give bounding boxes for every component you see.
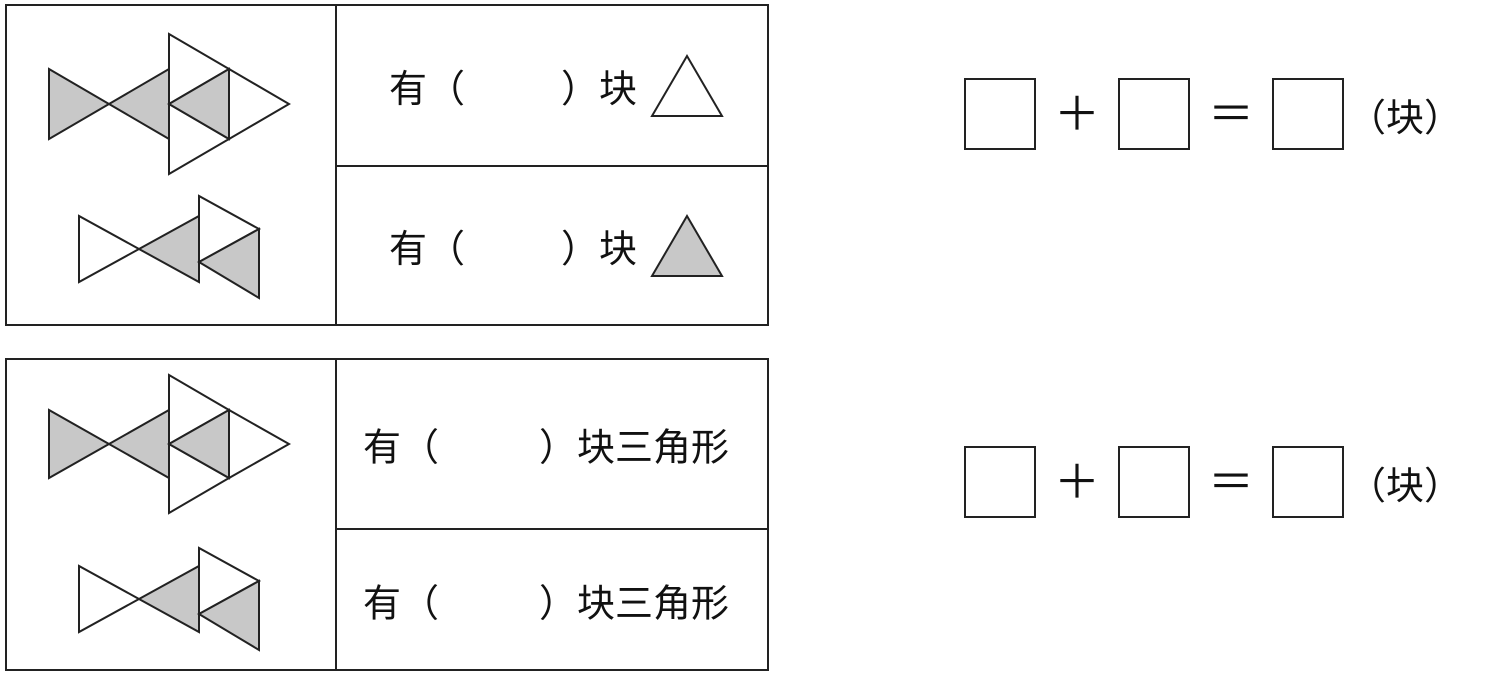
gray-triangle-icon	[650, 213, 724, 277]
shaded-triangle	[48, 67, 111, 141]
plus-sign: ＋	[1054, 87, 1100, 141]
row-suffix: ）块三角形	[539, 425, 730, 470]
answer-box-addend-2[interactable]	[1118, 446, 1190, 518]
shaded-triangle	[136, 214, 200, 284]
shaded-triangle	[107, 67, 170, 141]
equals-sign: ＝	[1208, 87, 1254, 141]
unit-label: （块）	[1348, 95, 1463, 140]
equals-sign: ＝	[1208, 455, 1254, 509]
addition-equation-1: ＋ ＝ （块）	[964, 78, 1462, 150]
shaded-triangle	[196, 579, 260, 652]
unit-label: （块）	[1348, 463, 1463, 508]
answer-row-gray-triangles: 有（ ）块	[337, 167, 767, 324]
shaded-triangle	[136, 564, 200, 634]
answer-box-sum[interactable]	[1272, 78, 1344, 150]
shaded-triangle	[196, 227, 260, 300]
white-triangle	[228, 67, 291, 141]
triangle-figure-diagram	[48, 373, 292, 652]
triangle-figure-cell	[7, 6, 337, 324]
shaded-triangle	[48, 408, 112, 480]
triangle-figure-diagram	[48, 32, 291, 300]
white-triangle	[228, 408, 292, 480]
shaded-triangle	[167, 67, 230, 141]
row-suffix: ）块三角形	[539, 581, 730, 625]
row-prefix: 有（	[389, 227, 466, 271]
row-prefix: 有（	[363, 425, 440, 470]
answer-row-triangles-1: 有（ ）块三角形	[337, 360, 767, 530]
answer-box-addend-1[interactable]	[964, 446, 1036, 518]
plus-sign: ＋	[1054, 455, 1100, 509]
answer-box-addend-2[interactable]	[1118, 78, 1190, 150]
answer-row-triangles-2: 有（ ）块三角形	[337, 530, 767, 669]
row-prefix: 有（	[363, 581, 440, 625]
row-prefix: 有（	[389, 67, 466, 111]
shaded-triangle	[106, 408, 170, 480]
white-triangle-icon	[650, 53, 724, 117]
worksheet-table-2: 有（ ）块三角形 有（ ）块三角形	[5, 358, 769, 671]
answer-box-sum[interactable]	[1272, 446, 1344, 518]
white-triangle	[78, 214, 142, 284]
answer-box-addend-1[interactable]	[964, 78, 1036, 150]
triangle-figure-cell	[7, 360, 337, 669]
worksheet-table-1: 有（ ）块 有（ ）块	[5, 4, 769, 326]
answer-row-white-triangles: 有（ ）块	[337, 6, 767, 167]
row-suffix: ）块	[561, 227, 638, 271]
addition-equation-2: ＋ ＝ （块）	[964, 446, 1462, 518]
row-suffix: ）块	[561, 67, 638, 111]
white-triangle	[78, 564, 142, 634]
shaded-triangle	[166, 408, 230, 480]
